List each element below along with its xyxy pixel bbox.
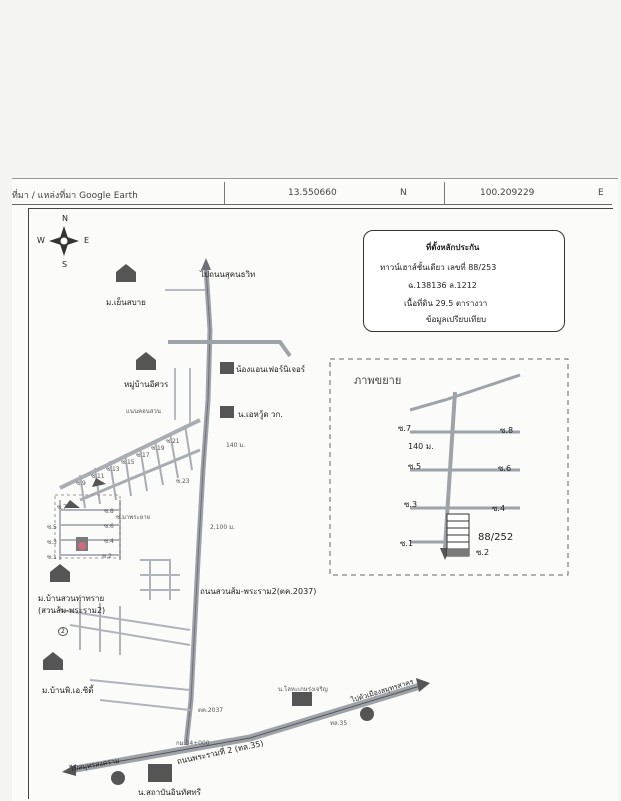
legend-area: เนื้อที่ดิน 29.5 ตารางวา xyxy=(404,299,488,308)
soi-label: ซ.15 xyxy=(121,459,135,466)
detail-soi1: ซ.1 xyxy=(400,539,414,548)
legend-box: ที่ตั้งหลักประกัน ทาวน์เฮาส์ชั้นเดียว เล… xyxy=(363,230,565,332)
detail-dist: 140 ม. xyxy=(408,442,434,451)
detail-soi2: ซ.2 xyxy=(476,548,490,557)
detail-soi5: ซ.5 xyxy=(408,462,422,471)
soi-label: ซ.3 xyxy=(47,539,57,546)
coordinate-header: ที่มา / แหล่งที่มา Google Earth 13.55066… xyxy=(12,182,612,205)
header-divider xyxy=(444,182,445,204)
building-icon xyxy=(220,362,234,374)
header-divider xyxy=(224,182,225,204)
soi-label: ซ.6 xyxy=(104,523,114,530)
fuel-icon xyxy=(360,707,374,721)
detail-soi4: ซ.4 xyxy=(492,504,506,513)
longitude-value: 100.209229 xyxy=(480,188,535,198)
label-side-road: แนนคอนสวน xyxy=(126,408,161,415)
latitude-dir: N xyxy=(400,188,407,198)
comparable-marker xyxy=(78,542,86,550)
compass-n: N xyxy=(62,214,68,223)
detail-plot-number: 88/252 xyxy=(478,532,514,543)
legend-parcel: ฉ.138136 ล.1212 xyxy=(408,281,477,290)
legend-comparable: ข้อมูลเปรียบเทียบ xyxy=(426,315,487,324)
label-village-top: ม.เย็นสบาย xyxy=(106,298,146,307)
label-road-main: ถนนสวนส้ม-พระราม2(ตค.2037) xyxy=(200,587,317,596)
arrow-right-icon xyxy=(416,678,430,692)
label-hospital: น.สถาบันอินทัศทรี xyxy=(138,788,201,797)
main-road xyxy=(183,267,213,746)
compass-s: S xyxy=(62,260,68,269)
upper-road xyxy=(168,340,292,358)
building-icon xyxy=(148,764,172,782)
village-blocks xyxy=(59,500,191,711)
detail-soi7: ซ.7 xyxy=(398,424,412,433)
label-km-small2: ทล.35 xyxy=(330,720,348,727)
label-village-low: ม.บ้านพิ.เอ.ซิตี้ xyxy=(42,686,94,695)
soi-label: ซ.9 xyxy=(76,480,86,487)
source-label: ที่มา / แหล่งที่มา Google Earth xyxy=(12,191,138,201)
soi-label: ซ.11 xyxy=(91,473,105,480)
legend-collateral-type: ทาวน์เฮาส์ชั้นเดียว เลขที่ 88/253 xyxy=(380,263,497,272)
soi-label: ซ.21 xyxy=(166,438,180,445)
building-icon xyxy=(220,406,234,418)
latitude-value: 13.550660 xyxy=(288,188,337,198)
house-icon xyxy=(43,264,156,670)
soi-label: ซ.4 xyxy=(104,538,114,545)
soi-label: ซ.17 xyxy=(136,452,150,459)
label-km-small: กม.34+000 xyxy=(176,740,210,747)
soi-label: ซ.19 xyxy=(151,445,165,452)
longitude-dir: E xyxy=(598,188,604,198)
label-km-marker: ตค.2037 xyxy=(198,707,224,714)
arrow-left-icon xyxy=(62,764,76,776)
soi-label: ซ.1 xyxy=(47,554,57,561)
compass-w: W xyxy=(37,236,45,245)
label-village-bottom: ม.บ้านสวนท่าทราย xyxy=(38,594,105,603)
rama2-highway xyxy=(69,682,422,774)
label-soi-sign: ซ.มาพระยาย xyxy=(116,514,151,521)
soi-road-west xyxy=(59,418,201,509)
label-dist-140: 140 ม. xyxy=(226,442,246,449)
map-frame xyxy=(28,208,613,799)
north-arrow-icon xyxy=(201,258,211,270)
soi-label: ซ.7 xyxy=(57,504,67,511)
label-school: น.โลหะเกษรุ่งเจริญ xyxy=(278,686,328,693)
compass-e: E xyxy=(84,236,90,245)
label-village-mid: หมู่บ้านอีศวร xyxy=(124,380,169,389)
detail-title: ภาพขยาย xyxy=(354,374,402,387)
compass-rose-icon xyxy=(49,226,79,256)
soi-label: ซ.13 xyxy=(106,466,120,473)
detail-soi6: ซ.6 xyxy=(498,464,512,473)
badge-2: 2 xyxy=(58,627,68,636)
label-dist-2100: 2,100 ม. xyxy=(210,524,235,531)
soi-label: ซ.8 xyxy=(104,508,114,515)
label-village-bottom2: (สวนส้ม-พระราม2) xyxy=(38,606,106,615)
soi-label: ซ.5 xyxy=(47,524,57,531)
detail-soi8: ซ.8 xyxy=(500,426,514,435)
building-icon xyxy=(292,692,312,706)
soi-label: ซ.2 xyxy=(102,553,112,560)
label-to-outer-ring: ไปถนนสุคนธวิท xyxy=(200,270,256,279)
label-shop: น.เอหวู้ด วก. xyxy=(238,410,283,419)
detail-outline xyxy=(54,494,121,559)
fuel-icon xyxy=(111,771,125,785)
label-furniture: น้องแอนเฟอร์นิเจอร์ xyxy=(236,365,306,374)
detail-collateral xyxy=(446,513,470,557)
legend-collateral-title: ที่ตั้งหลักประกัน xyxy=(426,243,480,252)
detail-box xyxy=(329,358,569,576)
detail-soi3: ซ.3 xyxy=(404,500,418,509)
soi-label: ซ.23 xyxy=(176,478,190,485)
